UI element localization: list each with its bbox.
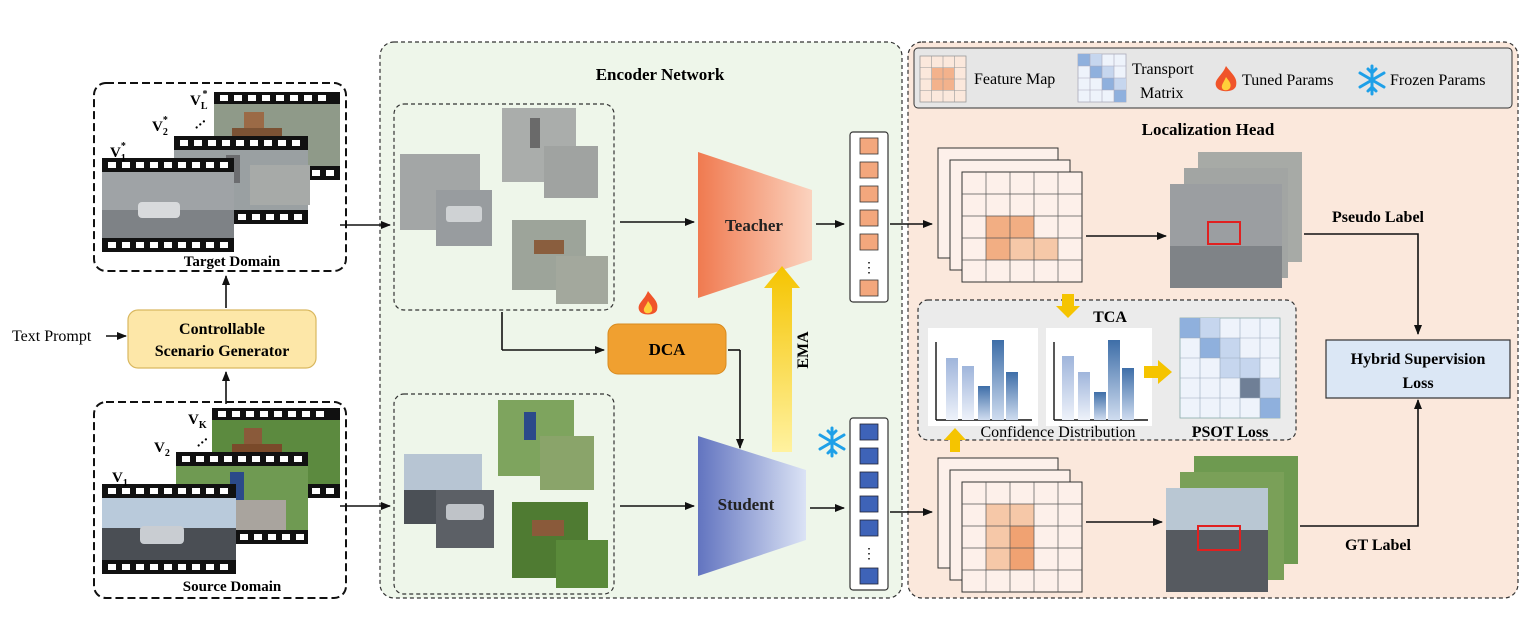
hybrid-loss-label-2: Loss bbox=[1402, 375, 1433, 392]
teacher-feature-column: ⋮ bbox=[849, 131, 889, 303]
target-frame-label-1: V1* bbox=[110, 141, 126, 164]
ema-label: EMA bbox=[795, 331, 812, 369]
psot-loss-label: PSOT Loss bbox=[1192, 424, 1269, 441]
encoder-network-title: Encoder Network bbox=[596, 65, 725, 84]
gt-label-bbox bbox=[1197, 525, 1241, 551]
tca-student-arrow bbox=[944, 428, 966, 452]
scenario-generator-box bbox=[127, 309, 317, 369]
hybrid-supervision-loss-box bbox=[1325, 339, 1511, 399]
tuned-params-legend-label: Tuned Params bbox=[1242, 72, 1333, 89]
student-encoder bbox=[698, 436, 806, 576]
frozen-params-legend-label: Frozen Params bbox=[1390, 72, 1486, 89]
flame-icon bbox=[1215, 66, 1237, 92]
text-prompt-label: Text Prompt bbox=[12, 328, 92, 345]
target-domain-box: V1* V2* VL* … Target Domain bbox=[93, 82, 347, 272]
student-feature-column: ⋮ bbox=[849, 417, 889, 591]
target-frames-group bbox=[393, 103, 615, 311]
target-sprocket-holes bbox=[108, 95, 334, 248]
student-snowflake-icon bbox=[818, 426, 846, 458]
transport-matrix-legend-label-2: Matrix bbox=[1140, 85, 1184, 102]
transport-matrix bbox=[1179, 317, 1281, 419]
student-feature-map-stack bbox=[937, 457, 1083, 593]
source-domain-label: Source Domain bbox=[183, 579, 282, 595]
dca-box bbox=[607, 323, 727, 375]
pseudo-label-bbox bbox=[1207, 221, 1241, 245]
transport-arrow bbox=[1144, 360, 1172, 384]
target-frame-thumbnails bbox=[400, 108, 608, 304]
dca-flame-icon bbox=[638, 291, 658, 315]
tca-input-arrow bbox=[1056, 294, 1080, 318]
target-frame-label-2: V2* bbox=[152, 115, 168, 138]
source-domain-box: V1 V2 VK … Source Domain bbox=[93, 401, 347, 599]
tca-label: TCA bbox=[1093, 309, 1127, 326]
confidence-chart-2 bbox=[1046, 328, 1152, 426]
student-label: Student bbox=[718, 495, 775, 514]
source-frame-label-2: V2 bbox=[154, 440, 170, 459]
gt-label-frames bbox=[1166, 456, 1298, 592]
hybrid-loss-label-1: Hybrid Supervision bbox=[1351, 351, 1486, 368]
legend: Feature Map Transport Matrix Tuned Param… bbox=[913, 47, 1513, 109]
scenario-generator-label-2: Scenario Generator bbox=[155, 343, 290, 360]
scenario-generator-label-1: Controllable bbox=[179, 321, 265, 338]
confidence-chart-1 bbox=[928, 328, 1038, 426]
target-frame-label-l: VL* bbox=[190, 89, 208, 112]
dca-label: DCA bbox=[649, 340, 687, 359]
source-sprocket-holes bbox=[108, 411, 334, 570]
teacher-label: Teacher bbox=[725, 216, 783, 235]
transport-matrix-legend-icon bbox=[1077, 53, 1127, 103]
confidence-distribution-label: Confidence Distribution bbox=[980, 424, 1135, 441]
target-domain-label: Target Domain bbox=[184, 254, 281, 270]
teacher-encoder bbox=[698, 152, 812, 298]
pseudo-label-text: Pseudo Label bbox=[1332, 209, 1425, 226]
source-frames-group bbox=[393, 393, 615, 595]
transport-matrix-legend-label-1: Transport bbox=[1132, 61, 1194, 78]
source-film-strip-1 bbox=[102, 484, 236, 574]
feature-map-legend-label: Feature Map bbox=[974, 71, 1055, 88]
ema-arrow bbox=[764, 266, 800, 452]
source-frame-thumbnails bbox=[404, 400, 608, 588]
teacher-feature-map-stack bbox=[937, 147, 1083, 283]
localization-head-title: Localization Head bbox=[1142, 120, 1275, 139]
snowflake-icon bbox=[1358, 64, 1386, 96]
target-film-strip-1 bbox=[102, 158, 234, 252]
pseudo-label-frames bbox=[1170, 152, 1302, 288]
feature-map-legend-icon bbox=[919, 55, 967, 103]
source-frame-label-1: V1 bbox=[112, 470, 128, 489]
svg-text:⋮: ⋮ bbox=[862, 547, 876, 562]
gt-label-text: GT Label bbox=[1345, 537, 1412, 554]
svg-text:⋮: ⋮ bbox=[862, 261, 876, 276]
source-frame-label-k: VK bbox=[188, 412, 207, 431]
